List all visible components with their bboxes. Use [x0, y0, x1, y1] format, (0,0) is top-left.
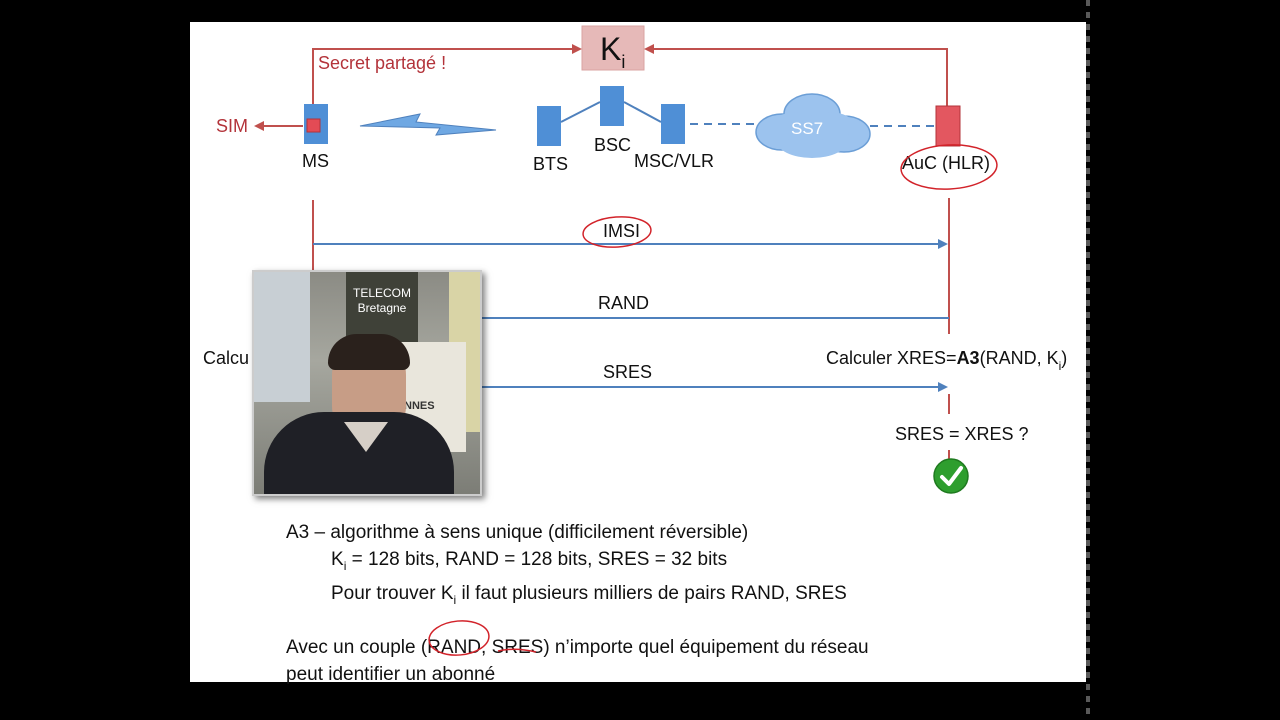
notes-line-4: Avec un couple (RAND, SRES) n’importe qu…	[286, 636, 869, 658]
auc-label: AuC (HLR)	[902, 153, 990, 173]
imsi-label: IMSI	[603, 221, 640, 241]
webcam-sign-line2: Bretagne	[357, 301, 407, 315]
notes-line-5: peut identifier un abonné	[286, 663, 496, 685]
bsc-label: BSC	[594, 135, 631, 155]
compare-label: SRES = XRES ?	[895, 424, 1029, 444]
check-icon	[933, 458, 969, 494]
ms-label: MS	[302, 151, 329, 171]
webcam-window	[254, 272, 310, 402]
ss7-label: SS7	[791, 119, 823, 138]
webcam-sign-line1: TELECOM	[352, 286, 411, 300]
secret-line-left	[312, 44, 582, 106]
right-calc-label: Calculer XRES=A3(RAND, Ki)	[826, 348, 1067, 373]
sim-label: SIM	[216, 116, 248, 136]
auc-annotation	[900, 144, 998, 190]
ki-box	[581, 25, 645, 71]
imsi-annotation	[582, 216, 652, 248]
bts-label: BTS	[533, 154, 568, 174]
left-calc-label: Calcu	[203, 348, 249, 368]
ki-sub: i	[621, 52, 625, 72]
bsc-node	[600, 86, 624, 126]
notes-line-2: Ki = 128 bits, RAND = 128 bits, SRES = 3…	[331, 549, 728, 573]
presenter-hair	[328, 334, 410, 370]
sim-chip	[306, 118, 321, 133]
webcam-sign: TELECOM Bretagne	[346, 272, 418, 342]
rand-label: RAND	[598, 293, 649, 313]
ss7-cloud	[755, 93, 871, 158]
radio-link-icon	[359, 113, 497, 136]
bsc-msc-link	[623, 101, 662, 123]
bts-node	[537, 106, 561, 146]
sres-label: SRES	[603, 362, 652, 382]
secret-label: Secret partagé !	[318, 53, 446, 73]
msc-label: MSC/VLR	[634, 151, 714, 171]
notes-line-1: A3 – algorithme à sens unique (difficile…	[286, 522, 749, 543]
webcam-banner-text: NNES	[404, 400, 435, 412]
secret-line-right	[644, 44, 948, 106]
auc-node	[935, 105, 961, 147]
webcam-overlay: TELECOM Bretagne NNES	[252, 270, 482, 496]
bts-bsc-link	[560, 101, 601, 123]
authentication-diagram: Ki Secret partagé ! SIM MS BTS BSC MSC/V…	[203, 25, 1067, 494]
notes-line-3: Pour trouver Ki il faut plusieurs millie…	[331, 582, 847, 607]
notes: A3 – algorithme à sens unique (difficile…	[286, 519, 986, 688]
video-edge	[1086, 0, 1090, 720]
ki-label: Ki	[600, 31, 625, 72]
msc-node	[661, 104, 685, 144]
